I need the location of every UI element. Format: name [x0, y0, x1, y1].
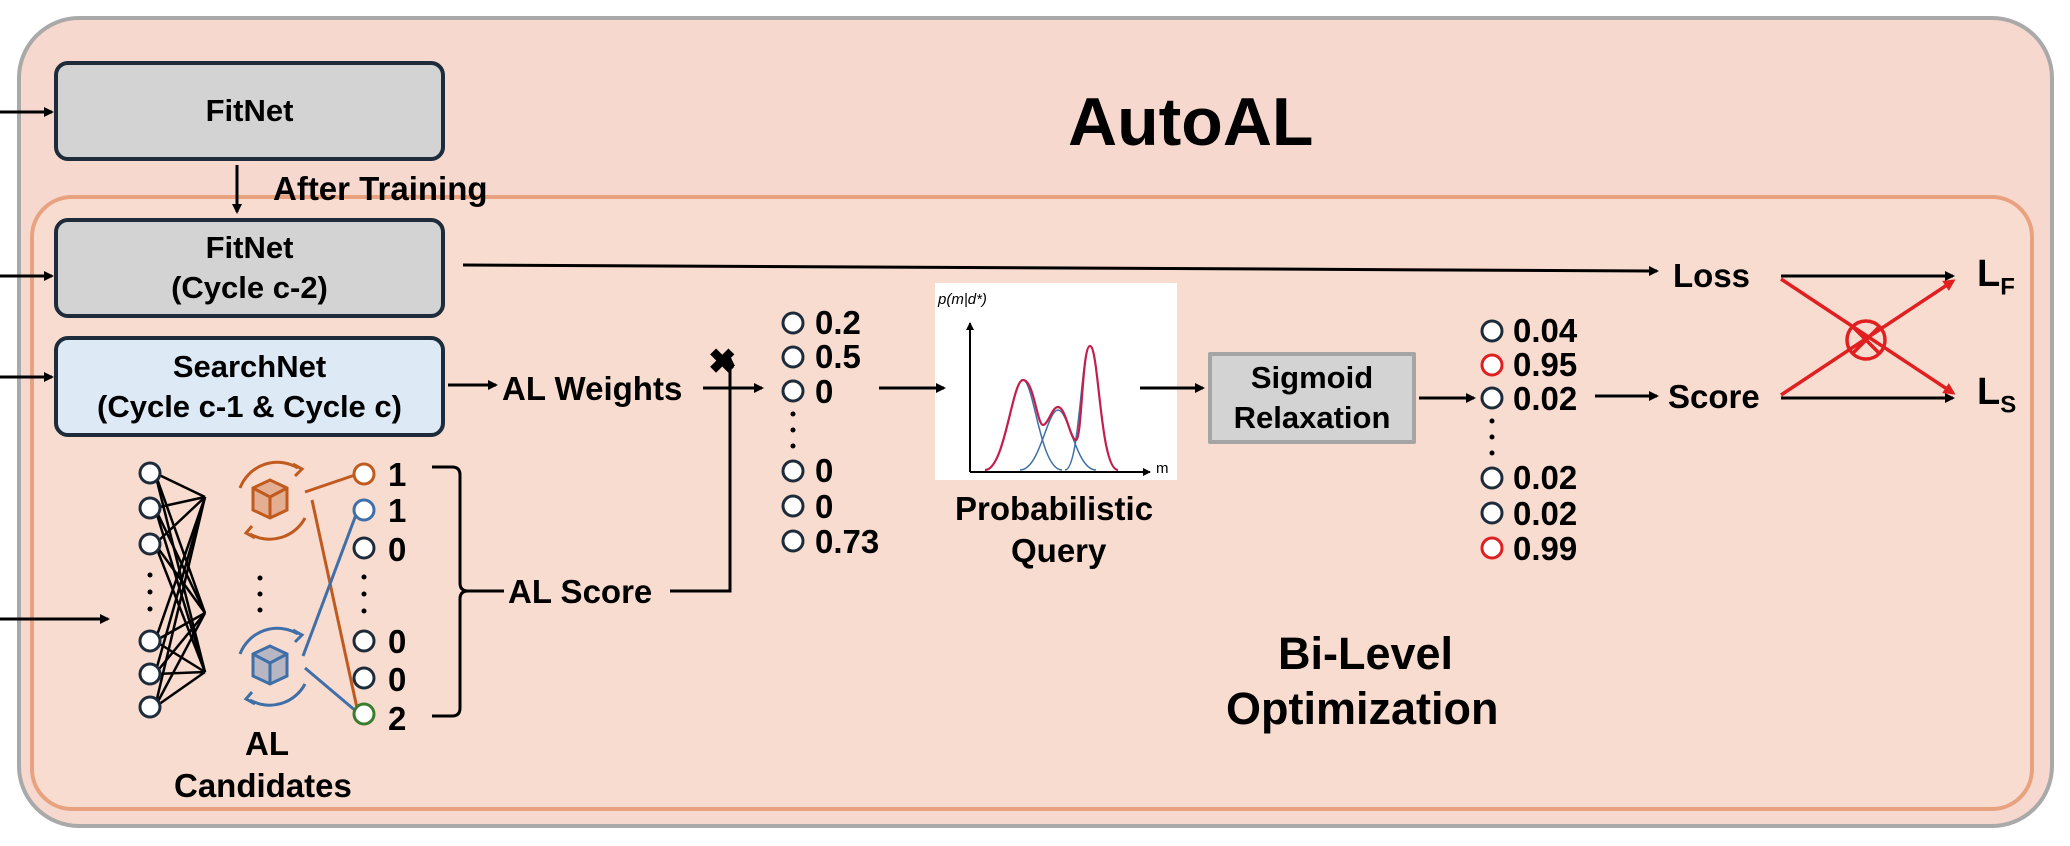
after-training-label: After Training	[273, 170, 488, 207]
score-dots	[1489, 418, 1495, 456]
otimes-icon	[1845, 319, 1887, 361]
al-score-label: AL Score	[508, 573, 653, 610]
score-value: 0.02	[1513, 380, 1578, 417]
searchnet-line1: SearchNet	[172, 348, 327, 384]
inner-frame	[30, 195, 2034, 811]
candidate-node	[352, 498, 376, 522]
sigmoid-line2: Relaxation	[1233, 400, 1391, 435]
candidate-node	[352, 462, 376, 486]
network-input-nodes	[138, 461, 162, 719]
vertical-dots-middle	[257, 575, 263, 613]
prob-chart-panel	[935, 283, 1177, 480]
score-node	[1480, 536, 1504, 560]
title: AutoAL	[1068, 84, 1314, 160]
prob-chart-ylabel: p(m|d*)	[938, 291, 987, 308]
orange-link-top	[304, 473, 356, 494]
candidate-node	[352, 536, 376, 560]
al-candidates-line1: AL	[245, 725, 289, 762]
candidate-node	[352, 702, 376, 726]
lf-main: L	[1977, 253, 2001, 295]
orange-box-icon	[238, 460, 307, 541]
candidate-node	[352, 629, 376, 653]
weight-value: 0	[815, 452, 834, 489]
fitnet-cycle-line1: FitNet	[205, 230, 294, 265]
weight-value: 0.73	[815, 523, 880, 560]
network-dots	[147, 572, 153, 612]
score-node	[1480, 466, 1504, 490]
blue-box-icon	[238, 626, 307, 707]
score-node	[1480, 386, 1504, 410]
searchnet-line2: (Cycle c-1 & Cycle c)	[97, 388, 402, 424]
score-node	[1480, 353, 1504, 377]
weight-nodes	[781, 311, 805, 553]
score-value: 0.02	[1513, 459, 1578, 496]
candidate-label: 0	[388, 531, 407, 568]
prob-chart	[966, 322, 1151, 476]
gauss-mixture	[984, 344, 1119, 472]
weight-value: 0.2	[815, 304, 861, 341]
gauss-component-3	[1064, 345, 1119, 471]
weight-value: 0	[815, 488, 834, 525]
score-to-multiply-arrow	[670, 356, 735, 593]
ls-label: LS	[1977, 373, 2016, 418]
score-label: Score	[1668, 378, 1760, 415]
prob-query-line1: Probabilistic	[955, 490, 1154, 527]
fitnet-to-loss-arrow	[462, 263, 1659, 276]
bilevel-line2: Optimization	[1226, 683, 1499, 734]
bilevel-line1: Bi-Level	[1278, 628, 1454, 679]
candidate-node	[352, 666, 376, 690]
candidate-label: 0	[388, 661, 407, 698]
score-value: 0.04	[1513, 312, 1578, 349]
ls-main: L	[1977, 371, 2001, 413]
loss-label: Loss	[1673, 257, 1751, 294]
score-node	[1480, 501, 1504, 525]
fitnet-box: FitNet	[54, 61, 445, 161]
candidate-network-icon	[153, 471, 207, 709]
weight-value: 0.5	[815, 338, 861, 375]
candidate-dots	[361, 574, 367, 614]
orange-link-bottom	[310, 499, 359, 709]
candidate-label: 2	[388, 700, 407, 737]
searchnet-box: SearchNet (Cycle c-1 & Cycle c)	[54, 336, 445, 437]
candidate-label: 0	[388, 623, 407, 660]
blue-link-top	[301, 511, 359, 657]
sigmoid-box: Sigmoid Relaxation	[1208, 352, 1416, 444]
sigmoid-line1: Sigmoid	[1250, 360, 1374, 395]
candidates-bracket	[432, 465, 469, 718]
lf-sub: F	[2000, 273, 2015, 301]
candidate-label: 1	[388, 456, 407, 493]
weight-dots	[790, 411, 796, 449]
score-value: 0.99	[1513, 530, 1578, 567]
lf-label: LF	[1977, 255, 2015, 300]
fitnet-cycle-box: FitNet (Cycle c-2)	[54, 218, 445, 318]
prob-query-line2: Query	[1011, 532, 1107, 569]
prob-chart-xlabel: m	[1156, 460, 1169, 477]
score-value: 0.02	[1513, 495, 1578, 532]
gauss-component-2	[1019, 409, 1097, 471]
blue-link-bottom	[304, 666, 358, 714]
ls-sub: S	[2000, 391, 2017, 419]
al-weights-label: AL Weights	[502, 370, 683, 407]
al-candidates-line2: Candidates	[174, 767, 352, 804]
candidate-label: 1	[388, 492, 407, 529]
weight-value: 0	[815, 373, 834, 410]
score-value: 0.95	[1513, 346, 1578, 383]
fitnet-label: FitNet	[205, 93, 294, 128]
score-node	[1480, 319, 1504, 343]
otimes-diag-b	[1851, 325, 1881, 355]
fitnet-cycle-line2: (Cycle c-2)	[171, 270, 328, 305]
